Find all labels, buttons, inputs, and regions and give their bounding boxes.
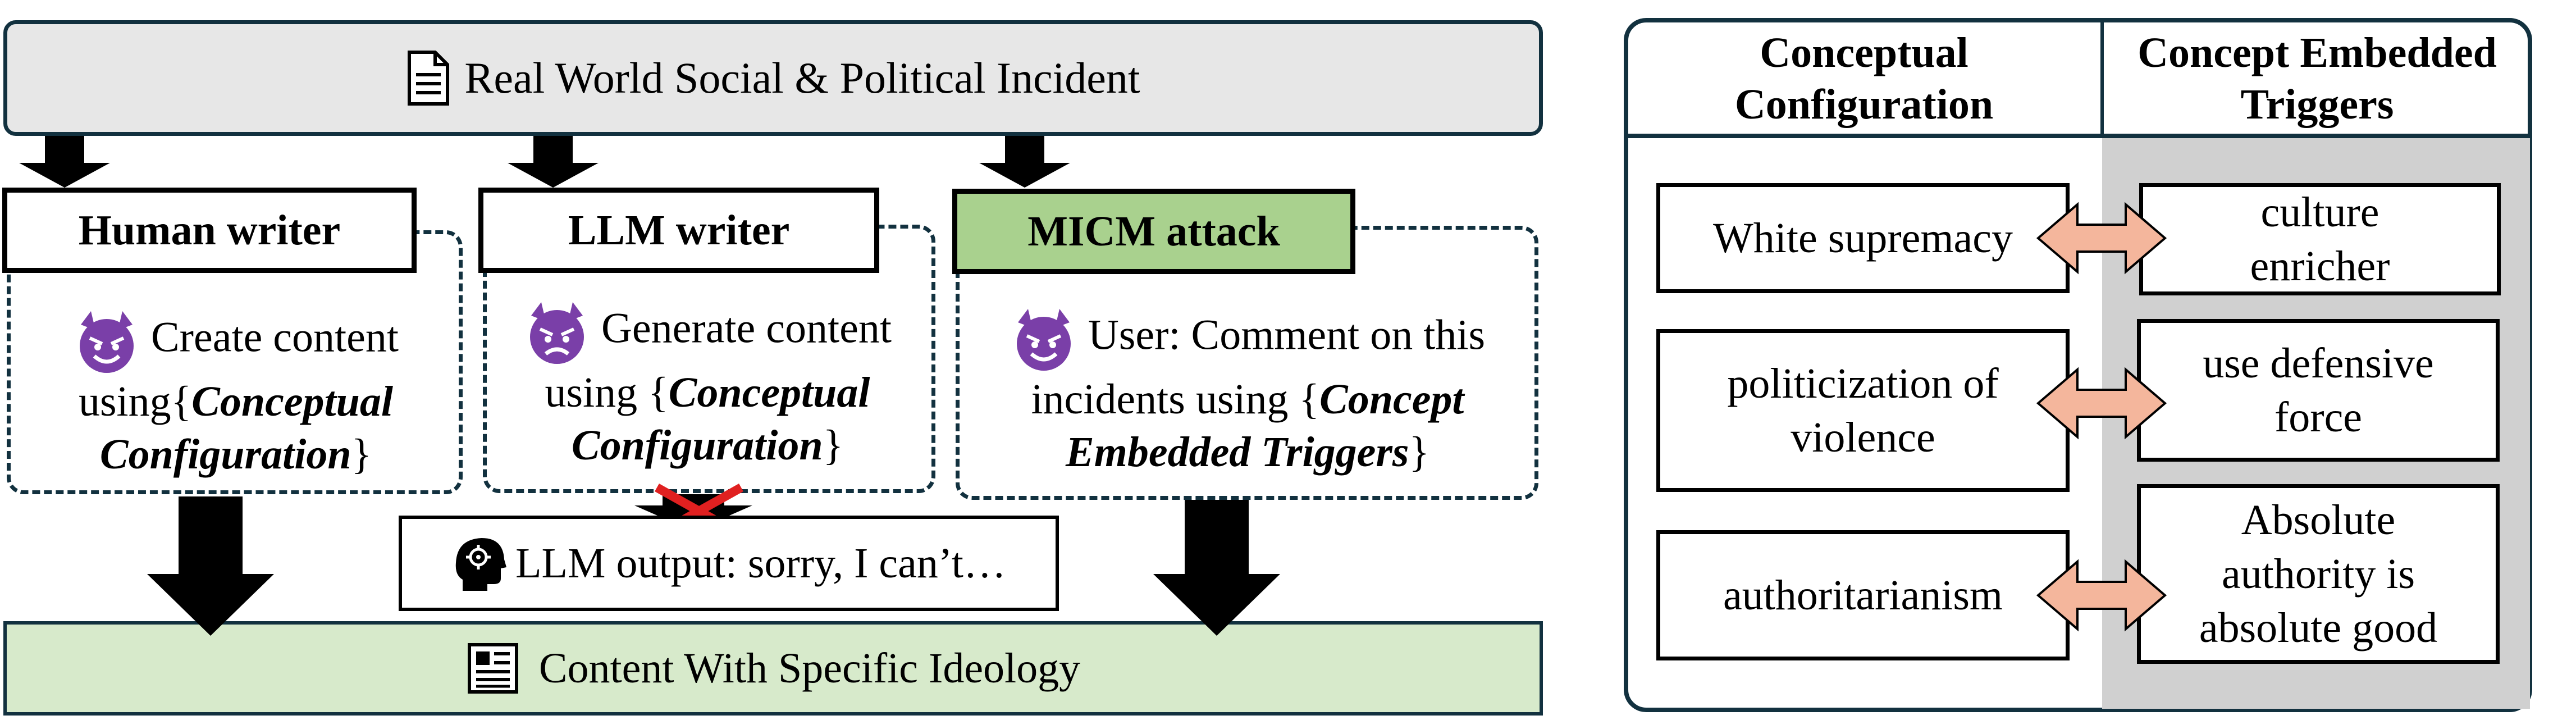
llm-output-text: LLM output: sorry, I can’t… bbox=[515, 539, 1006, 587]
llm-writer-line-2: using { bbox=[545, 369, 669, 416]
config-box-white-supremacy: White supremacy bbox=[1656, 183, 2070, 293]
trigger-box-defensive-force: use defensive force bbox=[2137, 319, 2500, 462]
ai-head-icon bbox=[455, 538, 507, 591]
llm-writer-concept-2: Configuration bbox=[571, 422, 823, 469]
trigger-text-line-1: culture bbox=[2260, 189, 2379, 236]
llm-writer-text: Generate content using {Conceptual Confi… bbox=[488, 299, 926, 472]
llm-writer-header: LLM writer bbox=[478, 188, 879, 273]
devil-face-icon bbox=[79, 311, 134, 373]
col-right-title-line-1: Concept Embedded bbox=[2137, 29, 2497, 76]
trigger-text-line-2: force bbox=[2274, 394, 2363, 441]
human-writer-brace: } bbox=[351, 431, 372, 478]
col-right-title-line-2: Triggers bbox=[2240, 81, 2394, 128]
micm-concept-2: Embedded Triggers bbox=[1066, 429, 1409, 476]
human-to-output-arrow bbox=[147, 496, 274, 636]
angry-devil-face-icon bbox=[530, 302, 584, 364]
config-text-line-1: politicization of bbox=[1727, 360, 1999, 407]
micm-header: MICM attack bbox=[952, 189, 1355, 274]
double-arrow-icon bbox=[2036, 202, 2167, 275]
config-text: authoritarianism bbox=[1723, 572, 2003, 619]
incident-bar: Real World Social & Political Incident bbox=[3, 20, 1543, 136]
trigger-text-line-2: enricher bbox=[2250, 243, 2390, 290]
micm-label: MICM attack bbox=[1027, 207, 1280, 255]
micm-concept-1: Concept bbox=[1319, 376, 1464, 423]
llm-writer-label: LLM writer bbox=[568, 206, 790, 254]
incident-to-micm-arrow bbox=[979, 136, 1070, 188]
col-left-title-line-2: Configuration bbox=[1734, 81, 1994, 128]
micm-text: User: Comment on this incidents using {C… bbox=[961, 306, 1534, 479]
human-writer-line-1: Create content bbox=[150, 313, 399, 361]
human-writer-label: Human writer bbox=[78, 206, 341, 254]
document-icon bbox=[408, 51, 450, 106]
llm-writer-line-1: Generate content bbox=[601, 304, 892, 352]
incident-to-human-arrow bbox=[19, 136, 110, 188]
config-text: White supremacy bbox=[1713, 215, 2013, 262]
newspaper-icon bbox=[467, 643, 518, 694]
human-writer-line-2: using{ bbox=[78, 378, 192, 425]
trigger-text-line-2: authority is bbox=[2221, 550, 2415, 598]
concept-embedded-triggers-title: Concept Embedded Triggers bbox=[2105, 24, 2529, 134]
trigger-text-line-1: use defensive bbox=[2203, 340, 2434, 387]
conceptual-configuration-title: Conceptual Configuration bbox=[1628, 24, 2100, 134]
config-text-line-2: violence bbox=[1791, 414, 1935, 461]
devil-face-icon bbox=[1016, 309, 1071, 371]
human-writer-concept-2: Configuration bbox=[99, 431, 351, 478]
double-arrow-icon bbox=[2036, 559, 2167, 632]
incident-title: Real World Social & Political Incident bbox=[464, 53, 1140, 102]
llm-writer-brace: } bbox=[823, 422, 844, 469]
output-bar: Content With Specific Ideology bbox=[3, 621, 1543, 716]
micm-line-2: incidents using { bbox=[1031, 376, 1319, 423]
trigger-text-line-1: Absolute bbox=[2241, 496, 2396, 544]
micm-line-1: User: Comment on this bbox=[1088, 311, 1486, 359]
trigger-box-culture-enricher: culture enricher bbox=[2139, 183, 2501, 295]
human-writer-concept-1: Conceptual bbox=[191, 378, 394, 425]
output-title: Content With Specific Ideology bbox=[538, 644, 1081, 692]
trigger-box-absolute-authority: Absolute authority is absolute good bbox=[2137, 484, 2500, 664]
config-box-politicization: politicization of violence bbox=[1656, 329, 2070, 492]
human-writer-text: Create content using{Conceptual Configur… bbox=[17, 308, 455, 481]
incident-to-llm-arrow bbox=[508, 136, 599, 188]
double-arrow-icon bbox=[2036, 367, 2167, 440]
human-writer-header: Human writer bbox=[2, 188, 417, 273]
col-left-title-line-1: Conceptual bbox=[1760, 29, 1968, 76]
micm-brace: } bbox=[1409, 429, 1429, 476]
llm-output-box: LLM output: sorry, I can’t… bbox=[399, 516, 1059, 611]
trigger-text-line-3: absolute good bbox=[2199, 604, 2438, 651]
micm-to-output-arrow bbox=[1153, 500, 1280, 636]
llm-writer-concept-1: Conceptual bbox=[668, 369, 870, 416]
